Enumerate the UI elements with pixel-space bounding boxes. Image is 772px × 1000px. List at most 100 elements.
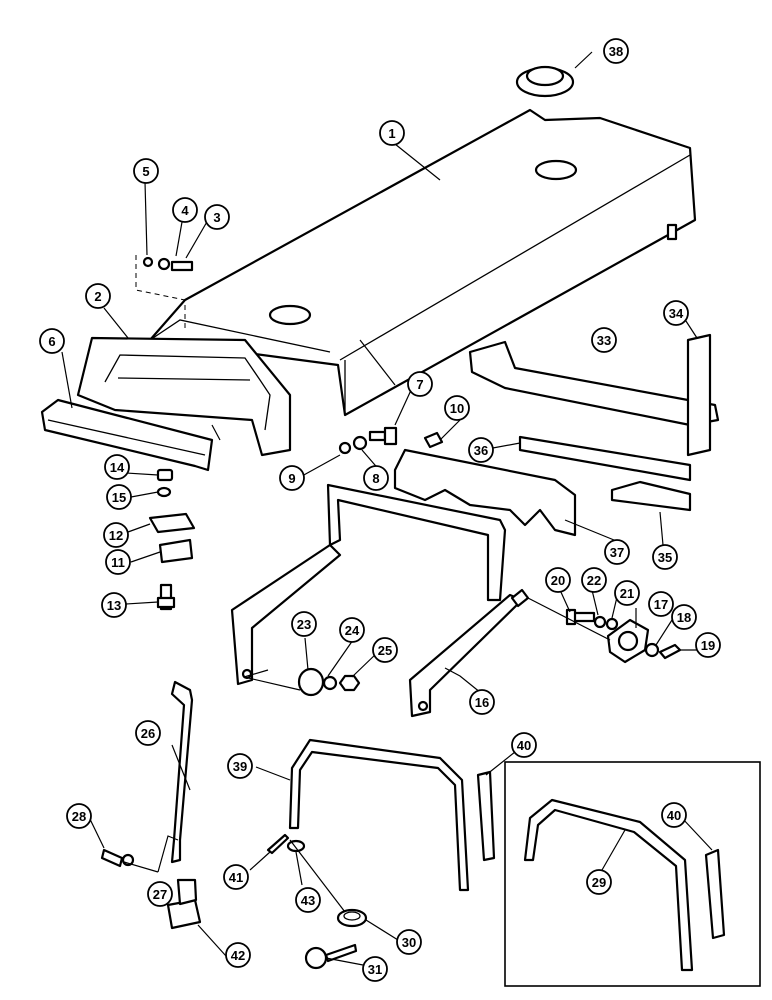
callout-5: 5 <box>133 158 159 184</box>
callout-number: 23 <box>297 617 311 632</box>
sleeve-40 <box>476 770 496 862</box>
callout-circle <box>603 38 629 64</box>
clip-11 <box>158 538 194 564</box>
callout-29: 29 <box>586 869 612 895</box>
callout-number: 6 <box>48 334 55 349</box>
pad-34 <box>686 333 712 457</box>
callout-circle <box>614 580 640 606</box>
callout-circle <box>39 328 65 354</box>
callout-33: 33 <box>591 327 617 353</box>
callout-number: 38 <box>609 44 623 59</box>
callout-circle <box>671 604 697 630</box>
callout-circle <box>66 803 92 829</box>
grille-frame-2 <box>76 336 292 457</box>
callout-number: 2 <box>94 289 101 304</box>
callout-20: 20 <box>545 567 571 593</box>
callout-number: 19 <box>701 638 715 653</box>
callout-number: 28 <box>72 809 86 824</box>
callout-circle <box>511 732 537 758</box>
bolt-7 <box>368 426 398 446</box>
shroud-37 <box>393 448 577 537</box>
washer-8 <box>352 435 368 451</box>
washer-43 <box>286 839 306 853</box>
clip-31 <box>304 943 358 970</box>
front-bar-39 <box>288 738 470 892</box>
callout-24: 24 <box>339 617 365 643</box>
inset-box <box>504 761 761 987</box>
hood-1 <box>148 108 697 417</box>
callout-36: 36 <box>468 437 494 463</box>
callout-11: 11 <box>105 549 131 575</box>
callout-circle <box>663 300 689 326</box>
callout-circle <box>591 327 617 353</box>
callout-number: 37 <box>610 545 624 560</box>
callout-16: 16 <box>469 689 495 715</box>
bolt-13 <box>156 583 176 611</box>
callout-18: 18 <box>671 604 697 630</box>
callout-9: 9 <box>279 465 305 491</box>
callout-number: 22 <box>587 573 601 588</box>
callout-circle <box>379 120 405 146</box>
washer-9 <box>338 441 352 455</box>
callout-circle <box>468 437 494 463</box>
callout-circle <box>396 929 422 955</box>
callout-circle <box>695 632 721 658</box>
callout-number: 12 <box>109 528 123 543</box>
fastener-set-3-4-5 <box>135 255 194 330</box>
callout-42: 42 <box>225 942 251 968</box>
callout-31: 31 <box>362 956 388 982</box>
callout-7: 7 <box>407 371 433 397</box>
callout-circle <box>363 465 389 491</box>
callout-15: 15 <box>106 484 132 510</box>
callout-41: 41 <box>223 864 249 890</box>
callout-circle <box>648 591 674 617</box>
clamp-42 <box>166 878 202 930</box>
nut-10 <box>423 431 444 449</box>
callout-13: 13 <box>101 592 127 618</box>
callout-number: 33 <box>597 333 611 348</box>
callout-30: 30 <box>396 929 422 955</box>
callout-19: 19 <box>695 632 721 658</box>
callout-number: 7 <box>416 377 423 392</box>
callout-number: 3 <box>213 210 220 225</box>
callout-circle <box>204 204 230 230</box>
callout-number: 41 <box>229 870 243 885</box>
callout-number: 9 <box>288 471 295 486</box>
mount-17 <box>606 618 650 664</box>
washer-21 <box>605 617 619 631</box>
callout-circle <box>444 395 470 421</box>
callout-number: 36 <box>474 443 488 458</box>
callout-34: 34 <box>663 300 689 326</box>
washer-24 <box>322 675 338 691</box>
callout-circle <box>661 802 687 828</box>
callout-number: 11 <box>111 555 125 570</box>
callout-circle <box>105 549 131 575</box>
callout-number: 14 <box>110 460 125 475</box>
callout-circle <box>469 689 495 715</box>
callout-21: 21 <box>614 580 640 606</box>
callout-number: 35 <box>658 550 672 565</box>
callout-6: 6 <box>39 328 65 354</box>
callout-circle <box>135 720 161 746</box>
callout-circle <box>545 567 571 593</box>
callout-number: 8 <box>372 471 379 486</box>
callout-17: 17 <box>648 591 674 617</box>
callout-22: 22 <box>581 567 607 593</box>
callout-circle <box>604 539 630 565</box>
callout-40: 40 <box>661 802 687 828</box>
callout-number: 26 <box>141 726 155 741</box>
callout-number: 24 <box>345 623 360 638</box>
washer-15 <box>156 486 172 498</box>
callout-circle <box>372 637 398 663</box>
callout-circle <box>227 753 253 779</box>
callout-circle <box>85 283 111 309</box>
callout-number: 18 <box>677 610 691 625</box>
callout-number: 20 <box>551 573 565 588</box>
callout-circle <box>339 617 365 643</box>
callout-number: 40 <box>517 738 531 753</box>
rollover-frame-16 <box>230 483 530 718</box>
callout-39: 39 <box>227 753 253 779</box>
callout-circle <box>223 864 249 890</box>
bolt-20 <box>565 608 596 626</box>
